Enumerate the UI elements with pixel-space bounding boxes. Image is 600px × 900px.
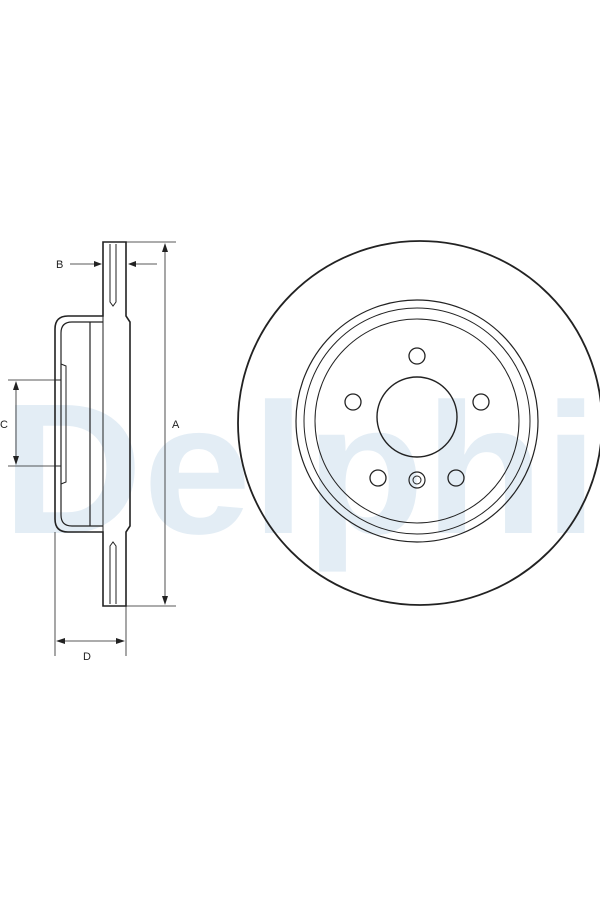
bolt-hole-top: [408, 347, 426, 365]
dimension-b-label: B: [56, 259, 63, 271]
dimension-a-arrow-bottom: [162, 596, 168, 605]
disc-outer-edge: [237, 240, 600, 606]
set-screw-hole-inner: [412, 475, 422, 485]
dimension-c-label: C: [0, 419, 8, 431]
dimension-a: A: [126, 241, 180, 607]
dimension-b-arrow-left: [94, 261, 102, 267]
center-bore: [376, 376, 458, 458]
dimension-d-arrow-right: [116, 638, 125, 644]
bolt-hole-left: [344, 393, 362, 411]
braking-surface-inner-edge: [295, 299, 539, 543]
bolt-hole-bottom-right: [447, 469, 465, 487]
dimension-b-arrow-right: [128, 261, 136, 267]
dimension-a-label: A: [172, 419, 180, 431]
bolt-hole-bottom-left: [369, 469, 387, 487]
dimension-c: C: [0, 379, 55, 467]
disc-side-view: [54, 241, 131, 607]
dimension-d-label: D: [83, 651, 91, 663]
vent-channel-bottom: [109, 541, 117, 604]
dimension-c-arrow-bottom: [13, 456, 19, 465]
set-screw-hole-outer: [408, 471, 426, 489]
bolt-hole-right: [472, 393, 490, 411]
dimension-d: D: [54, 532, 127, 663]
dimension-d-arrow-left: [56, 638, 65, 644]
hat-outer-edge: [303, 307, 531, 535]
hat-inner-edge: [314, 318, 520, 524]
disc-section-outline: [54, 241, 131, 607]
disc-front-view: [237, 240, 600, 606]
hat-inner-contour: [60, 321, 103, 527]
dimension-b: B: [56, 259, 157, 271]
vent-channel-top: [109, 244, 117, 307]
delphi-watermark: Delphi: [2, 366, 598, 573]
dimension-c-arrow-top: [13, 381, 19, 390]
center-bore-detail: [60, 363, 67, 485]
dimension-a-arrow-top: [162, 243, 168, 252]
